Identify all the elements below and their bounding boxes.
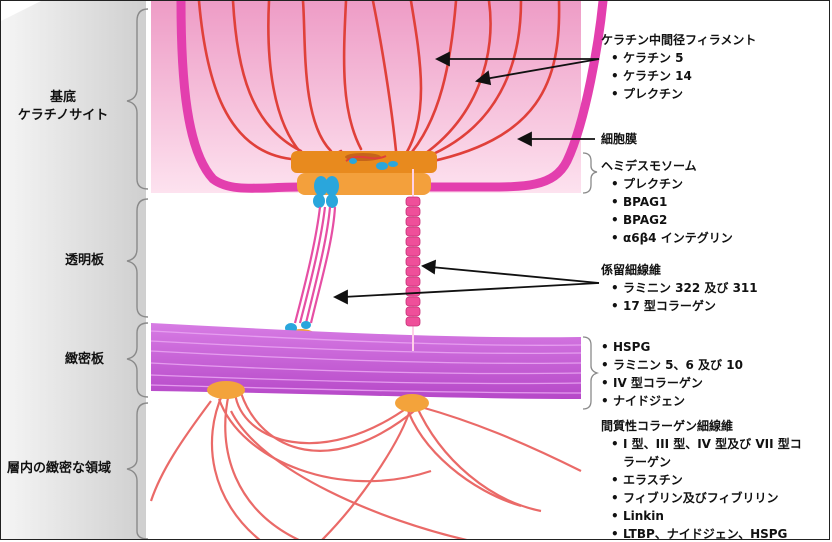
annotation-hemidesmosome-title: ヘミデスモソーム (601, 157, 733, 175)
hemidesmosome (291, 151, 437, 195)
zone-label-lucida: 透明板 (65, 252, 104, 270)
annotation-membrane-title: 細胞膜 (601, 130, 637, 148)
collagen-fibrils (151, 393, 581, 540)
annotation-hemidesmosome-item: α6β4 インテグリン (601, 229, 733, 247)
annotation-interstitial-item: エラスチン (601, 471, 802, 489)
annotation-densa-item: HSPG (601, 338, 743, 356)
anchoring-filament (406, 169, 420, 351)
annotation-keratin-item: プレクチン (601, 85, 756, 103)
annotation-interstitial-item: I 型、III 型、IV 型及び VII 型コ (601, 435, 802, 453)
annotation-interstitial-title: 間質性コラーゲン細線維 (601, 417, 802, 435)
annotation-keratin-item: ケラチン 14 (601, 67, 756, 85)
annotation-keratin-item: ケラチン 5 (601, 49, 756, 67)
laminin-strands (295, 207, 335, 323)
annotation-keratin-title: ケラチン中間径フィラメント (601, 31, 756, 49)
annotation-hemidesmosome-item: BPAG1 (601, 193, 733, 211)
annotation-densa-item: ラミニン 5、6 及び 10 (601, 356, 743, 374)
zone-label-sublamina: 層内の緻密な領域 (7, 460, 111, 478)
annotation-interstitial-item: フィブリン及びフィブリリン (601, 489, 802, 507)
annotation-hemidesmosome-item: BPAG2 (601, 211, 733, 229)
annotation-keratin: ケラチン中間径フィラメント ケラチン 5 ケラチン 14 プレクチン (601, 31, 756, 103)
annotation-densa-item: IV 型コラーゲン (601, 374, 743, 392)
annotation-membrane: 細胞膜 (601, 130, 637, 148)
zone-label-basal: 基底 ケラチノサイト (7, 89, 119, 125)
zone-label-basal-line1: 基底 (50, 90, 76, 105)
zone-label-densa: 緻密板 (65, 351, 104, 369)
zone-label-basal-line2: ケラチノサイト (18, 108, 109, 123)
annotation-densa-item: ナイドジェン (601, 392, 743, 410)
annotation-densa-components: HSPG ラミニン 5、6 及び 10 IV 型コラーゲン ナイドジェン (601, 338, 743, 410)
annotation-anchoring-title: 係留細線維 (601, 261, 758, 279)
annotation-hemidesmosome: ヘミデスモソーム プレクチン BPAG1 BPAG2 α6β4 インテグリン (601, 157, 733, 247)
annotation-hemidesmosome-item: プレクチン (601, 175, 733, 193)
annotation-interstitial-item: Linkin (601, 507, 802, 525)
annotation-anchoring-item: ラミニン 322 及び 311 (601, 279, 758, 297)
annotation-interstitial-item: LTBP、ナイドジェン、HSPG (601, 525, 802, 540)
annotation-interstitial: 間質性コラーゲン細線維 I 型、III 型、IV 型及び VII 型コ ラーゲン… (601, 417, 802, 540)
integrin (313, 176, 339, 208)
annotation-anchoring-item: 17 型コラーゲン (601, 297, 758, 315)
annotation-interstitial-item-continuation: ラーゲン (601, 453, 802, 471)
annotation-anchoring-filaments: 係留細線維 ラミニン 322 及び 311 17 型コラーゲン (601, 261, 758, 315)
